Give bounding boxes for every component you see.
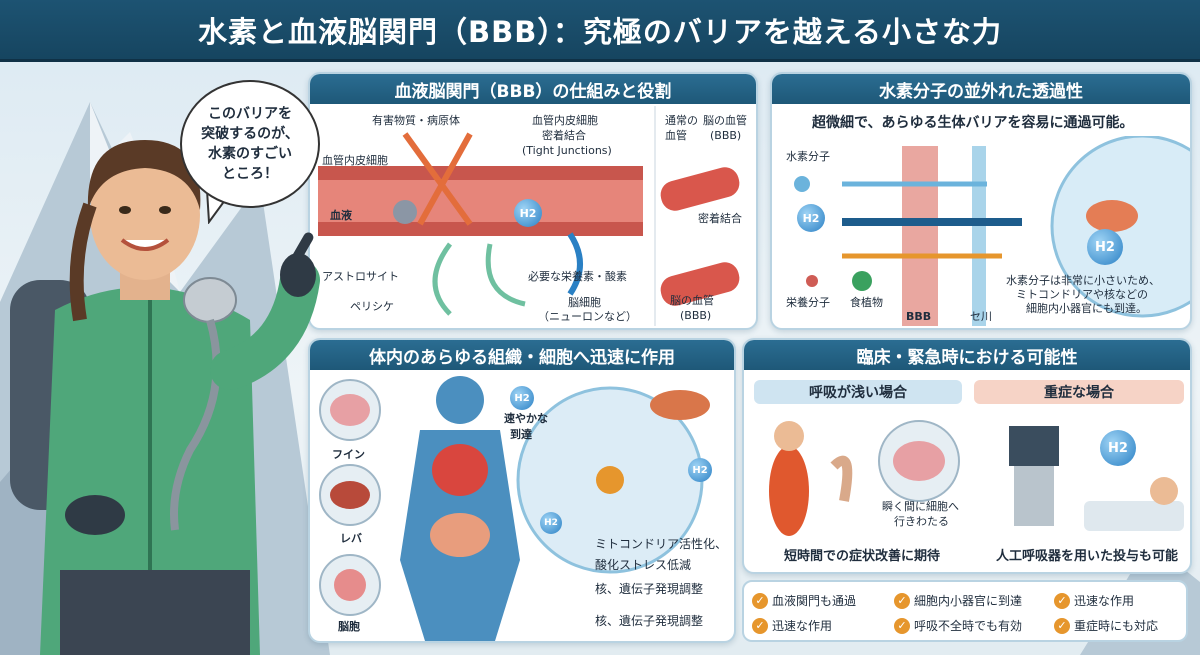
label-food: 食植物 (850, 296, 883, 309)
label-nutrient: 栄養分子 (786, 296, 830, 309)
hiker-illustration (10, 140, 320, 655)
check-text: 迅速な作用 (1074, 594, 1135, 608)
caption-right: 人工呼吸器を用いた投与も可能 (996, 549, 1179, 564)
bbb-mechanism-panel: 血液脳関門（BBB）の仕組みと役割 有害物質・病原体 血管内皮細胞 密着結合 (… (308, 72, 758, 330)
label-h2-molecule: 水素分子 (786, 150, 830, 163)
label-cell: 脳胞 (338, 620, 360, 633)
h2-label: H2 (519, 206, 537, 220)
speech-line: 突破するのが、 (201, 126, 299, 142)
permeability-panel: 水素分子の並外れた透過性 超微細で、あらゆる生体バリアを容易に通過可能。 H2 … (770, 72, 1192, 330)
h2-label: H2 (1095, 239, 1115, 255)
label-liver: レバ (340, 532, 362, 545)
note-line: ミトコンドリアや核などの (1016, 288, 1148, 301)
label-nutrients: 必要な栄養素・酸素 (528, 270, 627, 283)
h2-label: H2 (1108, 440, 1128, 456)
h2-molecule-icon: H2 (514, 199, 542, 227)
panel-heading: 血液脳関門（BBB）の仕組みと役割 (310, 74, 756, 104)
shallow-breathing-heading: 呼吸が浅い場合 (754, 380, 962, 404)
label-tight2: (Tight Junctions) (522, 144, 612, 157)
effect-text: ミトコンドリア活性化、 (595, 537, 728, 551)
h2-molecule-icon: H2 (510, 386, 534, 410)
check-text: 血液関門も通過 (772, 594, 857, 608)
h2-label: H2 (802, 211, 820, 225)
label-endothelial-top: 血管内皮細胞 (532, 114, 598, 127)
effect-text: 核、遺伝子発現調整 (595, 582, 704, 596)
clinical-panel: 臨床・緊急時における可能性 呼吸が浅い場合 重症な場合 H2 瞬く間に細胞へ 行… (742, 338, 1192, 574)
tissue-action-panel: 体内のあらゆる組織・細胞へ迅速に作用 フイン レバ 脳胞 速やかな 到達 ミトコ… (308, 338, 736, 643)
panel-heading: 体内のあらゆる組織・細胞へ迅速に作用 (310, 340, 734, 370)
note-line: 水素分子は非常に小さいため、 (1006, 274, 1160, 287)
speech-bubble: このバリアを 突破するのが、 水素のすごい ところ！ (180, 80, 320, 208)
label-brainv1: 脳の血管 (703, 114, 747, 127)
check-text: 呼吸不全時でも有効 (914, 619, 1023, 633)
effect-text: 核、遺伝子発現調整 (595, 614, 704, 628)
label-blood: 血液 (330, 209, 352, 222)
check-item: ✓重症時にも対応 (1054, 617, 1158, 634)
h2-molecule-icon: H2 (1100, 430, 1136, 466)
speech-line: ところ！ (221, 166, 278, 182)
label-brainv3: 脳の血管 (670, 294, 714, 307)
label-astrocyte: アストロサイト (322, 270, 399, 283)
severe-case-heading: 重症な場合 (974, 380, 1184, 404)
body-illustration (319, 376, 710, 641)
h2-molecule-icon: H2 (1087, 229, 1123, 265)
bbb-illustration (318, 106, 740, 326)
title-bar: 水素と血液脳関門（BBB）：究極のバリアを越える小さな力 (0, 0, 1200, 62)
speech-line: このバリアを (207, 106, 292, 122)
check-item: ✓呼吸不全時でも有効 (894, 617, 1022, 634)
label-pericyte: ペリシケ (350, 300, 394, 313)
label-bbb: BBB (906, 310, 932, 323)
note-line: 細胞内小器官にも到達。 (1026, 302, 1147, 315)
check-text: 迅速な作用 (772, 619, 833, 633)
check-item: ✓血液関門も通過 (752, 592, 856, 609)
label-fast2: 到達 (510, 428, 532, 441)
label-endothelial-left: 血管内皮細胞 (322, 154, 388, 167)
h2-molecule-icon: H2 (540, 512, 562, 534)
label-neuron1: 脳細胞 (568, 296, 601, 309)
clinical-illustration (769, 420, 1184, 536)
h2-molecule-icon: H2 (688, 458, 712, 482)
effect-item: 核、遺伝子発現調整 (595, 612, 703, 629)
check-text: 重症時にも対応 (1074, 619, 1159, 633)
label-normal1: 通常の (665, 114, 698, 127)
label-brainv2: (BBB) (710, 129, 742, 142)
check-text: 細胞内小器官に到達 (914, 594, 1023, 608)
label-normal2: 血管 (665, 129, 687, 142)
label-brain: フイン (332, 448, 365, 461)
instant-line: 行きわたる (894, 515, 949, 528)
panel-heading: 水素分子の並外れた透過性 (772, 74, 1190, 104)
check-item: ✓迅速な作用 (752, 617, 832, 634)
effect-item: 核、遺伝子発現調整 (595, 580, 703, 597)
label-harmful: 有害物質・病原体 (372, 114, 460, 127)
permeability-subtitle: 超微細で、あらゆる生体バリアを容易に通過可能。 (812, 115, 1134, 131)
h2-label: H2 (514, 392, 530, 404)
h2-label: H2 (544, 518, 558, 528)
h2-label: H2 (692, 464, 708, 476)
label-cell: セ川 (970, 310, 992, 323)
effect-item: ミトコンドリア活性化、 酸化ストレス低減 (595, 535, 727, 573)
instant-line: 瞬く間に細胞へ (882, 500, 959, 513)
permeability-illustration (794, 136, 1190, 326)
label-fast1: 速やかな (504, 412, 548, 425)
label-tight1: 密着結合 (542, 129, 586, 142)
label-tight-junction: 密着結合 (698, 212, 742, 225)
panel-heading: 臨床・緊急時における可能性 (744, 340, 1190, 370)
check-item: ✓迅速な作用 (1054, 592, 1134, 609)
h2-molecule-icon: H2 (797, 204, 825, 232)
benefits-checklist: ✓血液関門も通過 ✓細胞内小器官に到達 ✓迅速な作用 ✓迅速な作用 ✓呼吸不全時… (742, 580, 1188, 642)
page-title: 水素と血液脳関門（BBB）：究極のバリアを越える小さな力 (198, 14, 1002, 49)
label-neuron2: （ニューロンなど） (538, 310, 637, 323)
check-item: ✓細胞内小器官に到達 (894, 592, 1022, 609)
label-brainv4: (BBB) (680, 309, 712, 322)
speech-line: 水素のすごい (207, 146, 292, 162)
caption-left: 短時間での症状改善に期待 (784, 549, 941, 564)
effect-text: 酸化ストレス低減 (595, 558, 692, 572)
